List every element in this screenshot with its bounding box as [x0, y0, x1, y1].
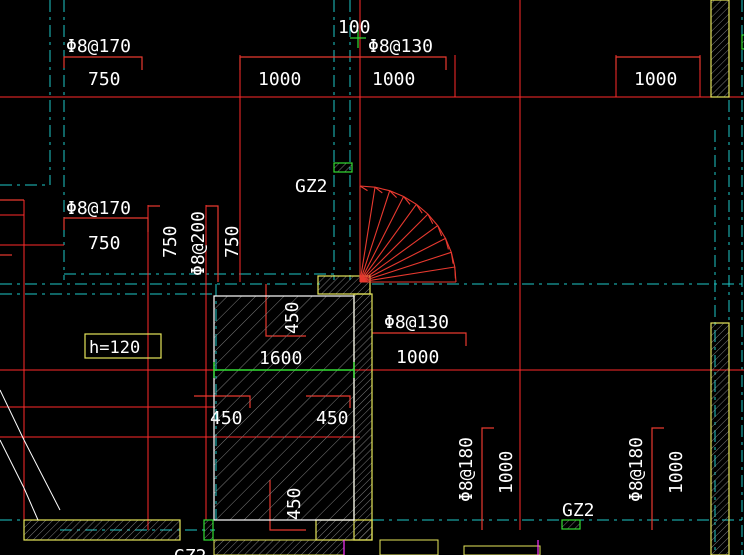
- fan-hook: [359, 185, 368, 192]
- rebar-label-mid-left: Φ8@170: [66, 198, 131, 219]
- dim-label-vertical-1000-a: 1000: [496, 451, 517, 494]
- dim-label-mid-left: 750: [88, 233, 121, 254]
- rebar-label-top-mid: Φ8@130: [368, 36, 433, 57]
- dim-label-top-1000-c: 1000: [634, 69, 677, 90]
- fan-bar: [359, 187, 376, 283]
- dim-label-top-1000-b: 1000: [372, 69, 415, 90]
- fan-hook: [389, 190, 397, 198]
- fan-bar: [359, 190, 391, 283]
- dim-label-top-left: 750: [88, 69, 121, 90]
- rebar-brackets: [0, 56, 701, 531]
- fan-hook: [403, 196, 411, 205]
- dim-label-vertical-750-b: 750: [222, 225, 243, 258]
- dim-label-450-right: 450: [316, 408, 349, 429]
- column-label-gz-bottom: GZ2: [174, 546, 207, 555]
- rebar-label-vertical-180-a: Φ8@180: [456, 437, 477, 502]
- misc-marks: [343, 540, 539, 555]
- stair-opening: [213, 295, 355, 521]
- fan-bar: [359, 266, 455, 283]
- dim-label-1600: 1600: [259, 348, 302, 369]
- fan-hook: [374, 186, 383, 194]
- dimension-100-ticks: [350, 30, 366, 48]
- dim-label-vertical-1000-b: 1000: [666, 451, 687, 494]
- fan-hook: [437, 225, 443, 237]
- fan-hook: [444, 238, 449, 250]
- rebar-label-vertical-180-b: Φ8@180: [626, 437, 647, 502]
- fan-hook: [454, 266, 456, 279]
- labels: Φ8@170 750 100 Φ8@130 1000 1000 1000 GZ2…: [66, 17, 687, 555]
- slab-thickness-box: [84, 333, 162, 359]
- column-marks: [203, 34, 744, 541]
- fan-bar: [359, 196, 405, 283]
- fan-bar: [359, 225, 439, 283]
- fan-bar: [359, 251, 452, 283]
- fan-bar: [359, 237, 446, 283]
- stair-diagonals: [0, 389, 61, 521]
- dim-label-450-left: 450: [210, 408, 243, 429]
- dim-label-vertical-750-a: 750: [160, 225, 181, 258]
- dimension-1600: [213, 362, 355, 378]
- dim-label-top-100: 100: [338, 17, 371, 38]
- rebar-label-right-130: Φ8@130: [384, 312, 449, 333]
- fan-hook: [450, 252, 454, 264]
- dim-label-vertical-450-bottom: 450: [284, 487, 305, 520]
- slab-thickness-label: h=120: [89, 338, 140, 358]
- column-label-gz2-upper: GZ2: [295, 176, 328, 197]
- column-label-gz2-lower: GZ2: [562, 500, 595, 521]
- fan-hook: [415, 203, 423, 214]
- fan-hook: [427, 213, 434, 225]
- rebar-label-top-left: Φ8@170: [66, 36, 131, 57]
- dim-label-vertical-450-top: 450: [282, 301, 303, 334]
- corner-fan-bars: [359, 185, 457, 283]
- dim-label-right-1000: 1000: [396, 347, 439, 368]
- fan-bar: [359, 203, 417, 283]
- fan-bar: [359, 213, 429, 283]
- dim-label-top-1000-a: 1000: [258, 69, 301, 90]
- rebar-label-vertical-200: Φ8@200: [188, 211, 209, 276]
